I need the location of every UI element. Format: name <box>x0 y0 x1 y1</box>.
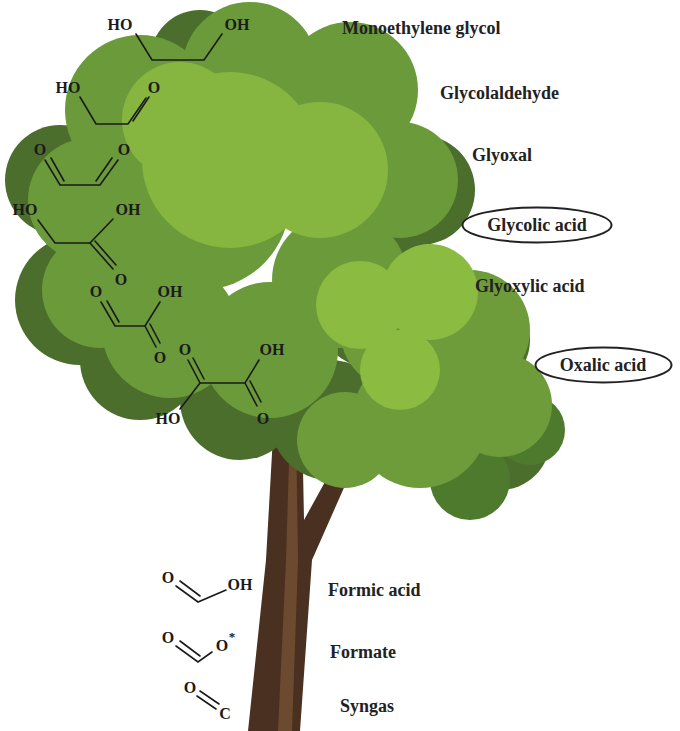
atom-label: HO <box>156 411 181 427</box>
atom-label: O <box>184 680 196 696</box>
atom-label: O <box>148 80 160 96</box>
compound-name: Formate <box>330 643 396 661</box>
highlighted-compound: Oxalic acid <box>534 346 673 384</box>
atom-label: OH <box>260 342 285 358</box>
atom-label: C <box>219 706 231 722</box>
compound-name: Glyoxylic acid <box>475 277 585 295</box>
atom-label: O <box>162 570 174 586</box>
compound-name: Glycolic acid <box>487 216 586 234</box>
atom-label: HO <box>108 17 133 33</box>
atom-label: O <box>90 284 102 300</box>
atom-label: O <box>216 638 228 654</box>
compound-name: Syngas <box>340 697 394 715</box>
ellipse-shape <box>535 348 671 383</box>
compound-name: Monoethylene glycol <box>342 19 500 37</box>
atom-label: O <box>257 411 269 427</box>
atom-label: HO <box>13 202 38 218</box>
atom-label: OH <box>158 284 183 300</box>
highlighted-compound: Glycolic acid <box>461 206 613 244</box>
compound-name: Formic acid <box>328 581 420 599</box>
compound-name: Glyoxal <box>472 146 532 164</box>
atom-label: O <box>34 142 46 158</box>
atom-label: OH <box>228 577 253 593</box>
atom-label: O <box>179 342 191 358</box>
crown-mid <box>28 2 458 418</box>
compound-name: Oxalic acid <box>560 356 647 374</box>
crown-light <box>122 62 388 248</box>
bond-lines <box>38 34 261 709</box>
atom-label: O <box>115 272 127 288</box>
atom-label: HO <box>56 80 81 96</box>
atom-label: OH <box>225 17 250 33</box>
atom-label: O <box>118 142 130 158</box>
atom-label: * <box>229 630 236 643</box>
ellipse-shape <box>463 208 612 243</box>
atom-label: OH <box>116 202 141 218</box>
atom-label: O <box>162 630 174 646</box>
compound-name: Glycolaldehyde <box>440 84 559 102</box>
atom-label: O <box>154 350 166 366</box>
